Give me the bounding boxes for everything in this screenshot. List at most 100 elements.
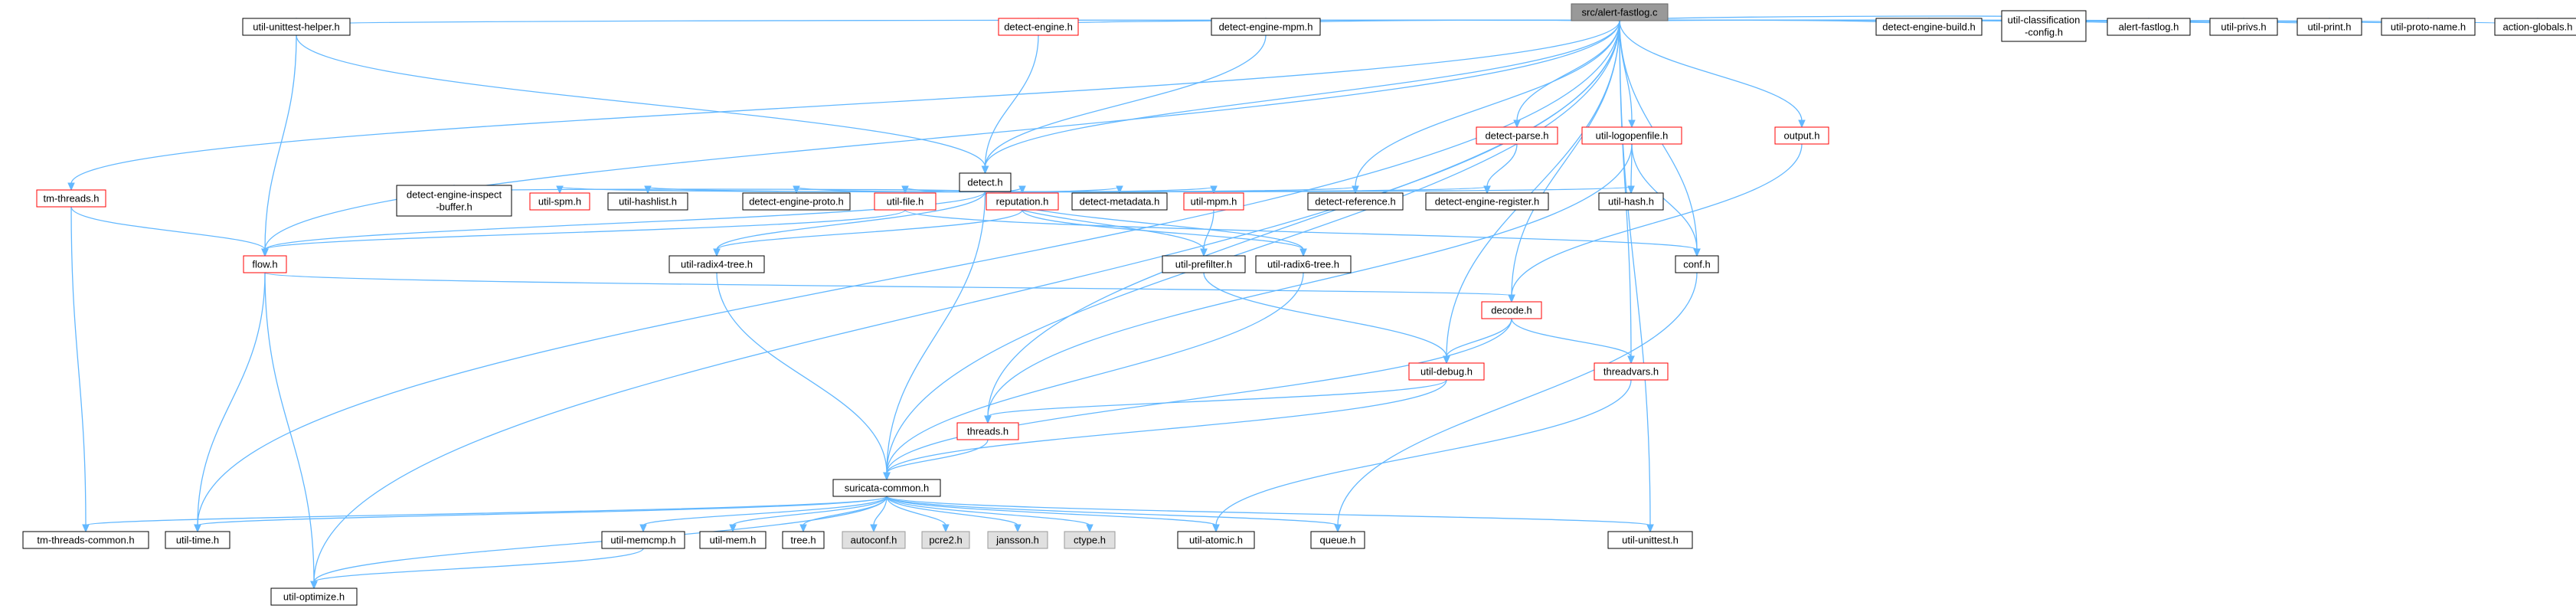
node-detect-engine-register[interactable]: detect-engine-register.h [1425, 192, 1549, 211]
edge-decode_h-to-suricata_common [886, 318, 1512, 474]
node-label: util-unittest.h [1622, 535, 1679, 546]
arrowhead-util_logopenfile-to-util_hash [1627, 185, 1635, 195]
node-box [956, 422, 1019, 440]
node-util-privs[interactable]: util-privs.h [2209, 18, 2278, 36]
edge-root-to-detect_h [984, 20, 1620, 168]
node-jansson[interactable]: jansson.h [987, 531, 1048, 549]
arrowhead-util_debug-to-threads_h [984, 415, 992, 424]
edge-root-to-detect_reference [1355, 20, 1620, 188]
node-util-print[interactable]: util-print.h [2296, 18, 2362, 36]
node-util-mpm[interactable]: util-mpm.h [1183, 192, 1244, 211]
node-util-memcmp[interactable]: util-memcmp.h [601, 531, 685, 549]
node-util-classification[interactable]: util-classification-config.h [2001, 10, 2087, 42]
node-label: detect-engine-register.h [1435, 196, 1540, 208]
node-label: src/alert-fastlog.c [1582, 7, 1658, 18]
node-threads-h[interactable]: threads.h [956, 422, 1019, 440]
node-label: tm-threads-common.h [37, 535, 134, 546]
node-decode-h[interactable]: decode.h [1481, 301, 1542, 319]
node-action-globals[interactable]: action-globals.h [2494, 18, 2576, 36]
node-autoconf[interactable]: autoconf.h [842, 531, 906, 549]
edges-layer [67, 9, 2542, 590]
node-unittest-helper[interactable]: util-unittest-helper.h [242, 18, 351, 36]
node-util-time[interactable]: util-time.h [165, 531, 230, 549]
node-box [270, 587, 358, 606]
node-detect-engine-mpm[interactable]: detect-engine-mpm.h [1211, 18, 1321, 36]
node-util-atomic[interactable]: util-atomic.h [1177, 531, 1255, 549]
node-tree-h[interactable]: tree.h [782, 531, 825, 549]
node-deib[interactable]: detect-engine-inspect-buffer.h [396, 185, 512, 217]
node-ctype[interactable]: ctype.h [1064, 531, 1116, 549]
arrowhead-detect_h-to-util_file [901, 185, 909, 195]
node-conf-h[interactable]: conf.h [1675, 255, 1719, 273]
node-detect-engine-build[interactable]: detect-engine-build.h [1875, 18, 1983, 36]
node-reputation[interactable]: reputation.h [986, 192, 1059, 211]
node-detect-parse[interactable]: detect-parse.h [1476, 126, 1558, 145]
edge-util_mpm-to-util_prefilter [1203, 209, 1214, 250]
arrowhead-util_memcmp-to-util_optimize [310, 581, 318, 590]
arrowhead-root-to-util_logopenfile [1628, 119, 1636, 129]
edge-util_file-to-conf_h [904, 209, 1698, 250]
edge-root-to-suricata_common [886, 20, 1620, 474]
node-tm-threads[interactable]: tm-threads.h [36, 189, 106, 208]
node-label: detect.h [967, 177, 1002, 188]
node-label: util-optimize.h [283, 591, 345, 603]
node-output-h[interactable]: output.h [1774, 126, 1829, 145]
node-flow-h[interactable]: flow.h [243, 255, 287, 273]
node-box [2209, 18, 2278, 36]
node-util-proto-name[interactable]: util-proto-name.h [2381, 18, 2476, 36]
node-root[interactable]: src/alert-fastlog.c [1571, 3, 1669, 21]
node-alert-fastlog-h[interactable]: alert-fastlog.h [2107, 18, 2191, 36]
arrowhead-detect_h-to-detect_engine_proto [793, 185, 800, 195]
node-pcre2[interactable]: pcre2.h [921, 531, 970, 549]
edge-detect_engine-to-detect_h [984, 34, 1039, 168]
node-detect-engine[interactable]: detect-engine.h [998, 18, 1079, 36]
edge-util_file-to-flow_h [264, 209, 906, 250]
node-util-optimize[interactable]: util-optimize.h [270, 587, 358, 606]
node-util-unittest[interactable]: util-unittest.h [1607, 531, 1693, 549]
node-box [842, 531, 906, 549]
node-util-prefilter[interactable]: util-prefilter.h [1162, 255, 1246, 273]
node-label: pcre2.h [929, 535, 962, 546]
arrowhead-detect_h-to-reputation [1018, 185, 1026, 195]
edge-root-to-util_time [197, 20, 1620, 526]
node-label: util-mem.h [710, 535, 757, 546]
node-detect-h[interactable]: detect.h [959, 172, 1012, 192]
node-util-logopenfile[interactable]: util-logopenfile.h [1581, 126, 1682, 145]
node-util-mem[interactable]: util-mem.h [699, 531, 767, 549]
node-detect-engine-proto[interactable]: detect-engine-proto.h [742, 192, 851, 211]
edge-detect_parse-to-detect_engine_register [1486, 143, 1518, 188]
node-util-radix4[interactable]: util-radix4-tree.h [669, 255, 765, 273]
node-label: util-logopenfile.h [1596, 130, 1669, 142]
edge-output_h-to-decode_h [1511, 143, 1803, 296]
node-label: util-spm.h [538, 196, 581, 208]
node-box [832, 479, 941, 497]
arrowhead-suricata_common-to-tree_h [799, 524, 807, 533]
node-label: util-print.h [2307, 21, 2351, 33]
edge-util_debug-to-threads_h [987, 379, 1447, 417]
node-util-debug[interactable]: util-debug.h [1408, 362, 1485, 381]
arrowhead-suricata_common-to-tm_threads_common [82, 524, 90, 533]
node-detect-reference[interactable]: detect-reference.h [1307, 192, 1404, 211]
node-detect-metadata[interactable]: detect-metadata.h [1071, 192, 1168, 211]
node-util-radix6[interactable]: util-radix6-tree.h [1255, 255, 1352, 273]
node-threadvars[interactable]: threadvars.h [1594, 362, 1669, 381]
node-queue-h[interactable]: queue.h [1310, 531, 1365, 549]
node-util-hashlist[interactable]: util-hashlist.h [607, 192, 688, 211]
node-util-file[interactable]: util-file.h [874, 192, 937, 211]
node-util-spm[interactable]: util-spm.h [529, 192, 590, 211]
node-label: util-classification [2008, 15, 2081, 26]
edge-reputation-to-util_radix4 [716, 209, 1023, 250]
node-box [1581, 126, 1682, 145]
node-box [874, 192, 937, 211]
node-label: autoconf.h [851, 535, 897, 546]
arrowhead-suricata_common-to-jansson [1014, 524, 1022, 533]
node-box [1255, 255, 1352, 273]
node-tm-threads-common[interactable]: tm-threads-common.h [22, 531, 149, 549]
node-util-hash[interactable]: util-hash.h [1598, 192, 1664, 211]
arrowhead-root-to-tm_threads [67, 182, 75, 191]
node-suricata-common[interactable]: suricata-common.h [832, 479, 941, 497]
edge-suricata_common-to-autoconf [873, 496, 888, 526]
edge-threads_h-to-suricata_common [886, 439, 989, 474]
arrowhead-reputation-to-util_radix4 [713, 248, 721, 257]
edge-util_memcmp-to-util_optimize [313, 548, 644, 583]
